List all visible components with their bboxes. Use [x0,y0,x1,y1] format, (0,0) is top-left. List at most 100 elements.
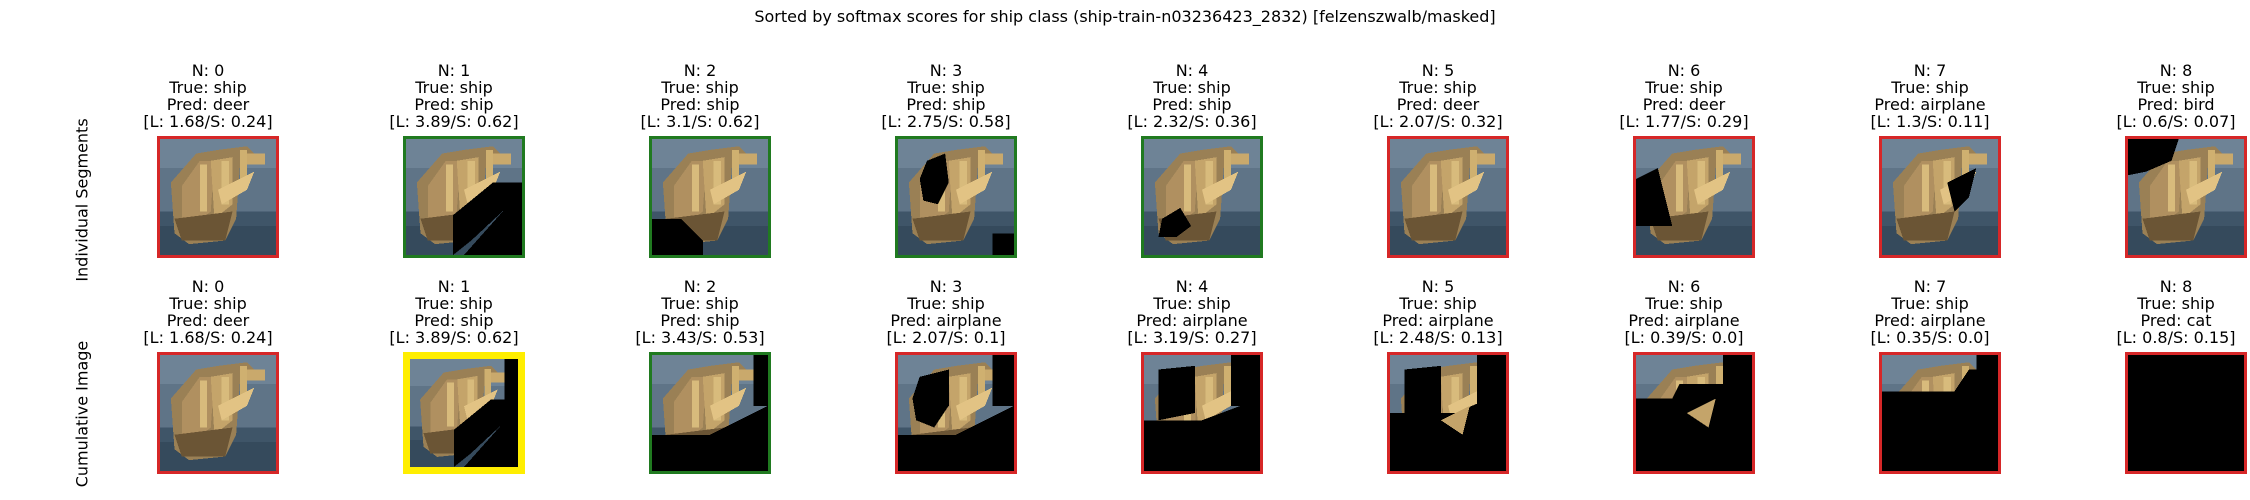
caption-pred: Pred: ship [414,95,494,114]
caption-n: N: 8 [2159,277,2193,296]
caption-n: N: 1 [437,61,471,80]
caption-n: N: 6 [1667,277,1701,296]
ship-image [1390,139,1506,255]
ship-thumbnail [1141,352,1263,474]
caption-score: [L: 2.75/S: 0.58] [881,112,1011,131]
caption-n: N: 1 [437,277,471,296]
ship-image [1636,139,1752,255]
ship-image [1144,139,1260,255]
caption-score: [L: 1.68/S: 0.24] [143,112,273,131]
caption-pred: Pred: airplane [1136,311,1248,330]
ship-thumbnail [1879,136,2001,258]
ship-thumbnail [403,352,525,474]
caption-score: [L: 0.35/S: 0.0] [1870,328,1990,347]
ship-thumbnail [1879,352,2001,474]
caption-n: N: 5 [1421,61,1455,80]
caption-score: [L: 0.6/S: 0.07] [2116,112,2236,131]
caption-pred: Pred: airplane [1628,311,1740,330]
ship-image [898,355,1014,471]
caption-score: [L: 2.07/S: 0.1] [886,328,1006,347]
caption-score: [L: 1.3/S: 0.11] [1870,112,1990,131]
ship-image [2128,355,2244,471]
caption-pred: Pred: ship [414,311,494,330]
ship-thumbnail [895,136,1017,258]
ship-thumbnail [649,136,771,258]
ship-image [1636,355,1752,471]
ship-thumbnail [1387,136,1509,258]
caption-score: [L: 3.89/S: 0.62] [389,328,519,347]
caption-score: [L: 1.68/S: 0.24] [143,328,273,347]
caption-truth: True: ship [1153,78,1231,97]
caption-truth: True: ship [1891,294,1969,313]
caption-pred: Pred: deer [166,311,250,330]
caption-n: N: 0 [191,277,225,296]
caption-score: [L: 0.8/S: 0.15] [2116,328,2236,347]
ship-image [406,139,522,255]
caption-score: [L: 2.07/S: 0.32] [1373,112,1503,131]
caption-score: [L: 3.89/S: 0.62] [389,112,519,131]
ship-thumbnail [157,352,279,474]
caption-truth: True: ship [415,78,493,97]
caption-n: N: 7 [1913,277,1947,296]
ship-thumbnail [1387,352,1509,474]
caption-pred: Pred: airplane [890,311,1002,330]
caption-pred: Pred: deer [1642,95,1726,114]
row-label-1: Cumulative Image [72,340,92,488]
caption-n: N: 8 [2159,61,2193,80]
caption-pred: Pred: airplane [1874,95,1986,114]
caption-truth: True: ship [907,78,985,97]
caption-n: N: 4 [1175,277,1209,296]
figure-title: Sorted by softmax scores for ship class … [754,7,1496,26]
ship-thumbnail [403,136,525,258]
caption-score: [L: 0.39/S: 0.0] [1624,328,1744,347]
ship-thumbnail [1141,136,1263,258]
ship-thumbnail [1633,136,1755,258]
caption-truth: True: ship [661,78,739,97]
caption-truth: True: ship [1891,78,1969,97]
caption-truth: True: ship [2137,78,2215,97]
caption-pred: Pred: cat [2140,311,2212,330]
ship-image [160,355,276,471]
caption-n: N: 2 [683,277,717,296]
caption-score: [L: 3.19/S: 0.27] [1127,328,1257,347]
caption-pred: Pred: ship [1152,95,1232,114]
caption-truth: True: ship [907,294,985,313]
caption-n: N: 4 [1175,61,1209,80]
caption-pred: Pred: deer [1396,95,1480,114]
caption-n: N: 7 [1913,61,1947,80]
ship-image [2128,139,2244,255]
caption-pred: Pred: ship [660,311,740,330]
row-label-0: Individual Segments [72,118,92,282]
caption-score: [L: 2.32/S: 0.36] [1127,112,1257,131]
caption-n: N: 3 [929,277,963,296]
